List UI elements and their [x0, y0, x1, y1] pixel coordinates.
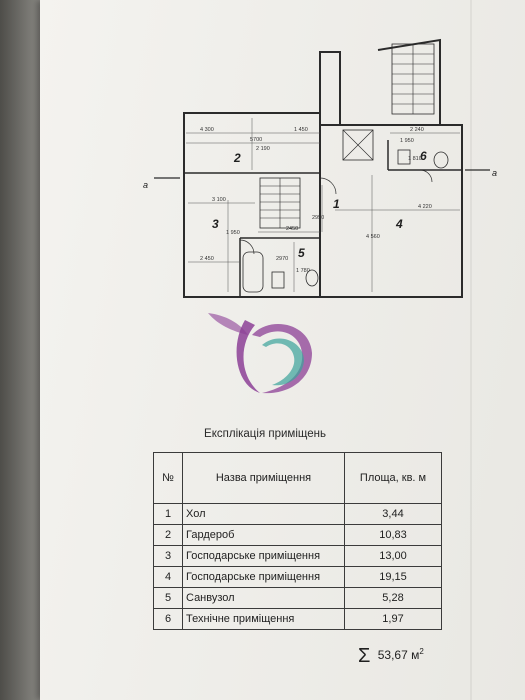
explication-title: Експлікація приміщень: [204, 428, 326, 440]
dimension-label: 2 240: [410, 127, 424, 133]
row-no: 6: [153, 608, 183, 630]
dimension-label: 2950: [312, 215, 324, 221]
logo-teal-arc: [262, 338, 304, 386]
table-row: 5 Санвузол 5,28: [153, 587, 442, 609]
row-name: Технічне приміщення: [182, 608, 345, 630]
outer-wall: [320, 124, 463, 298]
sink: [271, 271, 285, 289]
row-no: 4: [153, 566, 183, 588]
table-row: 6 Технічне приміщення 1,97: [153, 608, 442, 630]
room-number: 4: [395, 217, 403, 231]
dimension-label: 4 220: [418, 204, 432, 210]
row-area: 13,00: [344, 545, 442, 567]
room-number: 6: [420, 149, 427, 163]
logo-leaf: [208, 313, 248, 335]
row-name: Господарське приміщення: [182, 545, 345, 567]
header-name: Назва приміщення: [182, 452, 345, 504]
shaft: [342, 129, 374, 161]
dimension-label: 2 190: [256, 146, 270, 152]
dimension-label: 2450: [286, 226, 298, 232]
room-number: 2: [233, 151, 241, 165]
dimension-label: 2 450: [200, 256, 214, 262]
table-row: 3 Господарське приміщення 13,00: [153, 545, 442, 567]
section-mark: a: [492, 168, 497, 178]
paper-crease: [470, 0, 472, 700]
room-number: 3: [212, 217, 219, 231]
dimension-label: 4 560: [366, 234, 380, 240]
row-no: 5: [153, 587, 183, 609]
outer-wall: [377, 38, 441, 125]
row-no: 2: [153, 524, 183, 546]
room-number: 1: [333, 197, 340, 211]
dimension-label: 2970: [276, 256, 288, 262]
dimension-label: 1 950: [400, 138, 414, 144]
section-mark: a: [143, 180, 148, 190]
dimension-label: 1 950: [226, 230, 240, 236]
room-number: 5: [298, 246, 305, 260]
dimension-label: 5700: [250, 137, 262, 143]
table-row: 1 Хол 3,44: [153, 503, 442, 525]
table-row: 2 Гардероб 10,83: [153, 524, 442, 546]
row-area: 3,44: [344, 503, 442, 525]
total-unit-power: 2: [419, 647, 424, 656]
dimension-label: 4 300: [200, 127, 214, 133]
outer-wall: [319, 51, 341, 125]
toilet: [305, 269, 319, 287]
total-value: 53,67: [377, 648, 408, 662]
dimension-label: 1 450: [294, 127, 308, 133]
row-no: 1: [153, 503, 183, 525]
row-area: 1,97: [344, 608, 442, 630]
row-area: 19,15: [344, 566, 442, 588]
dimension-label: 3 100: [212, 197, 226, 203]
tech-fixture: [397, 149, 411, 165]
total-unit: м: [411, 648, 420, 662]
header-no: №: [153, 452, 183, 504]
row-area: 5,28: [344, 587, 442, 609]
row-name: Санвузол: [182, 587, 345, 609]
company-logo: [208, 313, 312, 394]
bathtub: [242, 251, 264, 293]
row-area: 10,83: [344, 524, 442, 546]
row-no: 3: [153, 545, 183, 567]
page-edge-shadow: [0, 0, 40, 700]
floor-plan: 1 2 3 4 5 6 4 300 1 450 5700 2 240 3 100…: [143, 38, 497, 298]
table-row: 4 Господарське приміщення 19,15: [153, 566, 442, 588]
logo-purple-swoosh: [236, 320, 260, 393]
boiler: [433, 151, 449, 169]
header-area: Площа, кв. м: [344, 452, 442, 504]
row-name: Гардероб: [182, 524, 345, 546]
row-name: Господарське приміщення: [182, 566, 345, 588]
row-name: Хол: [182, 503, 345, 525]
explication-table: № Назва приміщення Площа, кв. м 1 Хол 3,…: [153, 452, 442, 630]
dimension-label: 1 780: [296, 268, 310, 274]
sigma-symbol: Σ: [358, 645, 371, 667]
total-area: Σ 53,67 м2: [358, 645, 424, 668]
dimension-label: 1 810: [408, 156, 422, 162]
table-header-row: № Назва приміщення Площа, кв. м: [153, 452, 442, 504]
